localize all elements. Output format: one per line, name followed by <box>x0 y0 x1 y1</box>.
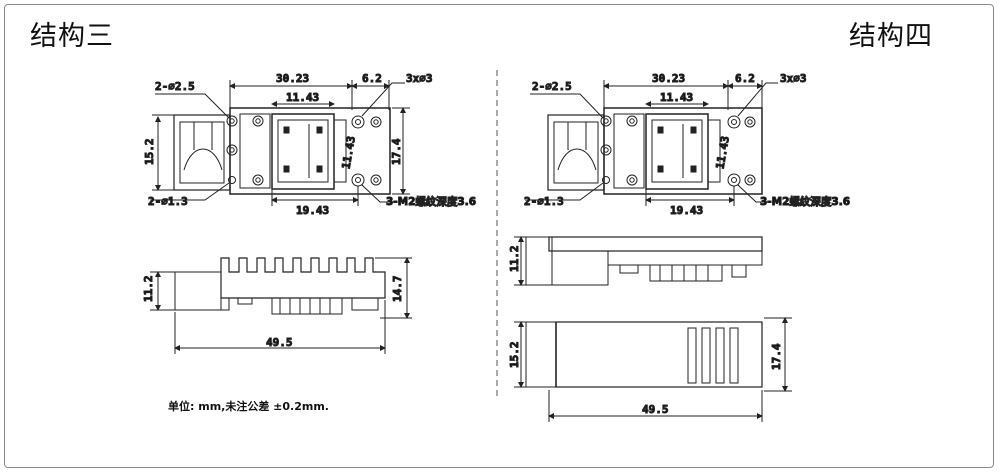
s4-top-view <box>525 80 778 206</box>
s3-side-dim-length: 49.5 <box>266 336 293 349</box>
s4-label-hole-large: 2-⌀2.5 <box>532 80 572 93</box>
s3-dim-bottom-width: 19.43 <box>296 204 329 217</box>
s4-label-thread: 3-M2螺纹深度3.6 <box>760 195 850 208</box>
s3-top-view <box>150 80 410 206</box>
s3-label-hole-large: 2-⌀2.5 <box>155 80 195 93</box>
s4-bottom-dim-left-height: 15.2 <box>508 342 521 369</box>
s3-side-dim-right-height: 14.7 <box>391 276 404 303</box>
units-note: 单位: mm,未注公差 ±0.2mm. <box>168 400 329 413</box>
s4-bottom-view <box>514 317 792 422</box>
s4-dim-overall-width: 30.23 <box>652 72 685 85</box>
s4-dim-bottom-width: 19.43 <box>670 204 703 217</box>
s4-dim-right-offset: 6.2 <box>735 72 755 85</box>
s3-label-hole-small: 2-⌀1.3 <box>148 195 188 208</box>
s4-bottom-dim-length: 49.5 <box>642 403 669 416</box>
s3-dim-right-offset: 6.2 <box>362 72 382 85</box>
drawing-frame <box>4 4 994 468</box>
title-structure-4: 结构四 <box>849 21 933 52</box>
s4-side-view <box>514 236 763 286</box>
s3-dim-left-height: 15.2 <box>143 139 156 166</box>
s3-side-dim-left-height: 11.2 <box>142 276 155 303</box>
s3-side-view <box>150 257 412 354</box>
s4-dim-inner-height: 11.43 <box>713 135 732 170</box>
s3-label-thread: 3-M2螺纹深度3.6 <box>386 195 476 208</box>
title-structure-3: 结构三 <box>30 21 114 52</box>
s4-label-hole-small: 2-⌀1.3 <box>524 195 564 208</box>
s4-label-holes-right: 3x⌀3 <box>780 72 807 85</box>
s4-dim-inner-width: 11.43 <box>660 91 693 104</box>
s3-dim-inner-height: 11.43 <box>339 135 358 170</box>
s4-side-dim-left-height: 11.2 <box>508 246 521 273</box>
s3-dim-overall-width: 30.23 <box>276 72 309 85</box>
s3-label-holes-right: 3x⌀3 <box>406 72 433 85</box>
s4-bottom-dim-right-height: 17.4 <box>770 343 783 370</box>
s3-dim-inner-width: 11.43 <box>286 91 319 104</box>
s3-dim-right-height: 17.4 <box>390 138 403 165</box>
